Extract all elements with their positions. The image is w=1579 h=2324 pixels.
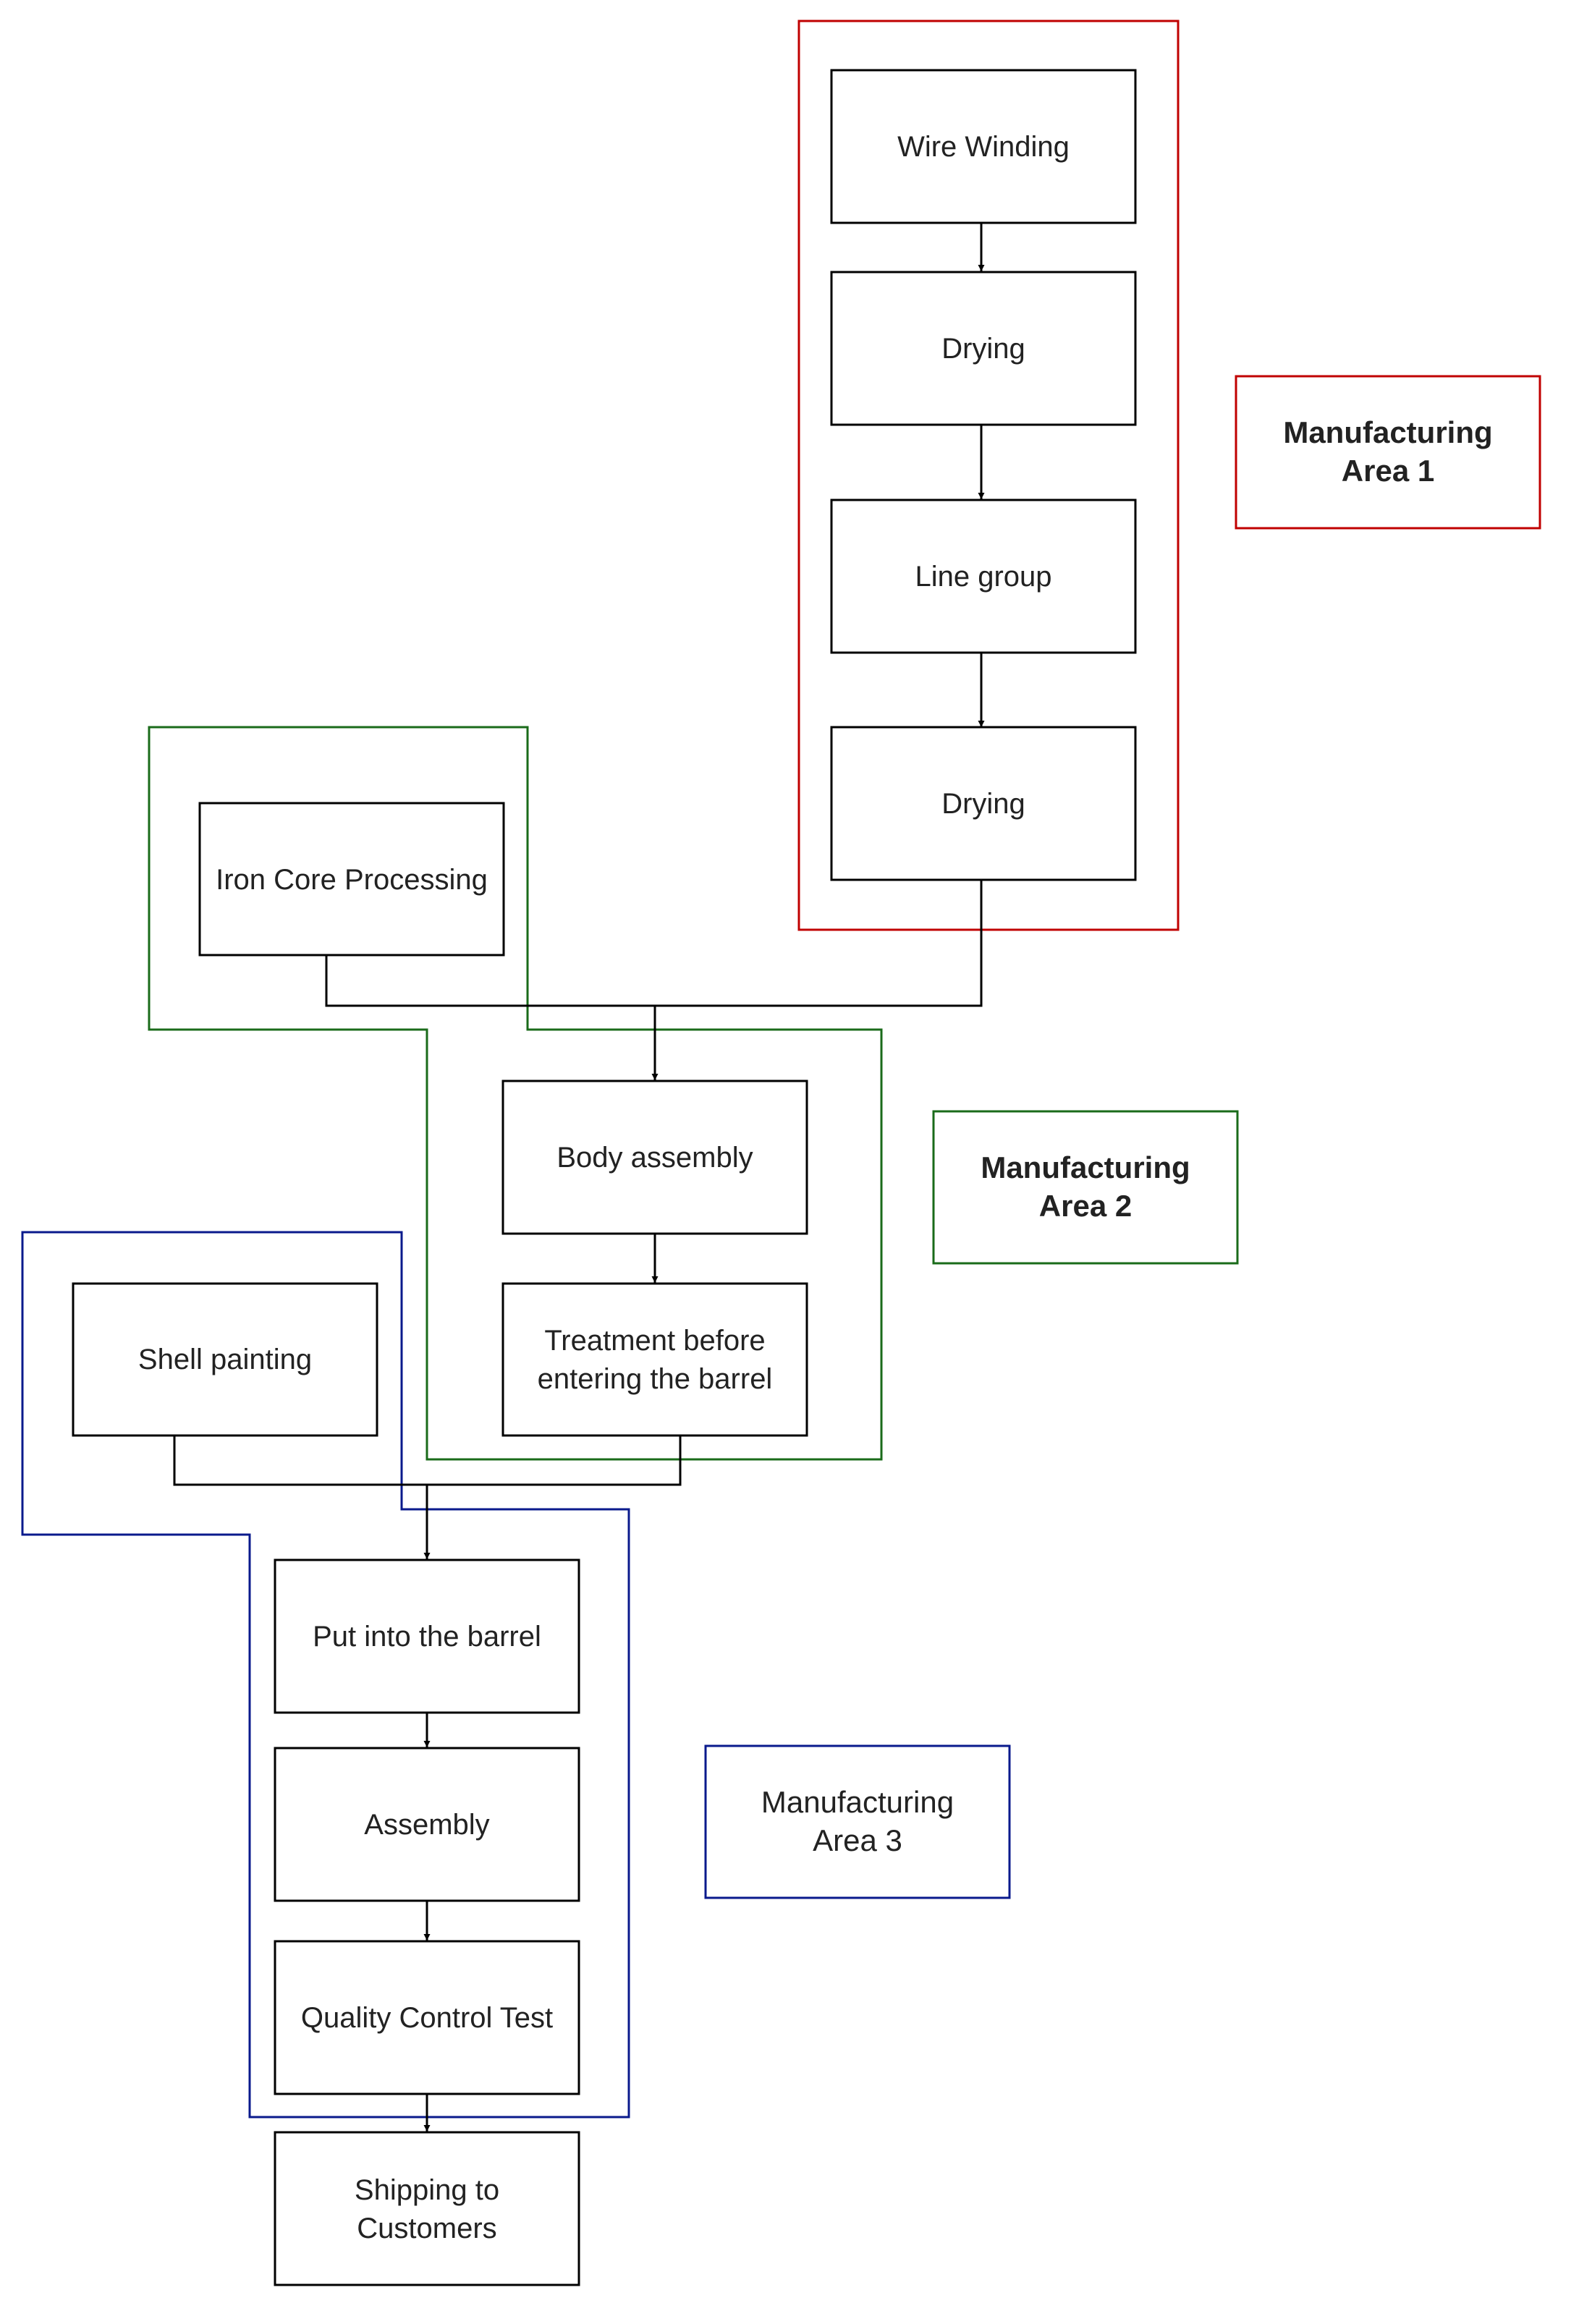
legend-manufacturing-area-3: Manufacturing Area 3 [704, 1744, 1011, 1899]
legend-area-3-line2: Area 3 [813, 1823, 902, 1857]
legend-area-2-line2: Area 2 [1039, 1189, 1132, 1223]
step-drying-2-label: Drying [941, 788, 1025, 820]
step-body-assembly-label: Body assembly [556, 1142, 753, 1174]
step-assembly-label: Assembly [364, 1809, 489, 1841]
step-body-assembly: Body assembly [501, 1080, 808, 1235]
area-2-outline [148, 726, 883, 1461]
step-put-into-barrel-label: Put into the barrel [313, 1621, 541, 1653]
step-shipping-label-line2: Customers [357, 2213, 496, 2244]
legend-area-2-line1: Manufacturing [981, 1150, 1190, 1184]
legend-manufacturing-area-1: Manufacturing Area 1 [1235, 375, 1541, 530]
step-quality-control-test: Quality Control Test [274, 1940, 580, 2095]
step-line-group-label: Line group [915, 561, 1051, 593]
area-3-outline [21, 1231, 630, 2119]
step-assembly: Assembly [274, 1747, 580, 1902]
step-shell-painting: Shell painting [72, 1282, 378, 1437]
step-shipping-label-line1: Shipping to [355, 2174, 499, 2206]
connector-iron-core-to-junction [325, 955, 655, 1007]
legend-area-1-line1: Manufacturing [1283, 415, 1492, 449]
connector-treatment-to-junction [427, 1435, 682, 1486]
step-put-into-barrel: Put into the barrel [274, 1558, 580, 1714]
area-1-outline [797, 20, 1180, 931]
step-quality-control-test-label: Quality Control Test [301, 2002, 553, 2034]
step-drying-1-label: Drying [941, 333, 1025, 365]
step-drying-2: Drying [830, 726, 1137, 881]
step-shipping-to-customers: Shipping to Customers [274, 2131, 580, 2286]
step-wire-winding: Wire Winding [830, 69, 1137, 224]
step-treatment-before-barrel: Treatment before entering the barrel [501, 1282, 808, 1437]
connector-drying-to-junction [655, 880, 983, 1007]
step-treatment-label-line2: entering the barrel [538, 1363, 773, 1395]
step-drying-1: Drying [830, 271, 1137, 426]
step-iron-core-processing: Iron Core Processing [198, 802, 505, 957]
step-line-group: Line group [830, 499, 1137, 654]
step-wire-winding-label: Wire Winding [897, 131, 1070, 163]
step-treatment-label-line1: Treatment before [544, 1325, 765, 1357]
connector-shell-painting-to-junction [173, 1435, 427, 1486]
legend-manufacturing-area-2: Manufacturing Area 2 [932, 1110, 1239, 1265]
step-iron-core-processing-label: Iron Core Processing [216, 864, 488, 896]
step-shell-painting-label: Shell painting [138, 1344, 312, 1375]
legend-area-1-line2: Area 1 [1342, 454, 1434, 488]
legend-area-3-line1: Manufacturing [761, 1785, 954, 1819]
